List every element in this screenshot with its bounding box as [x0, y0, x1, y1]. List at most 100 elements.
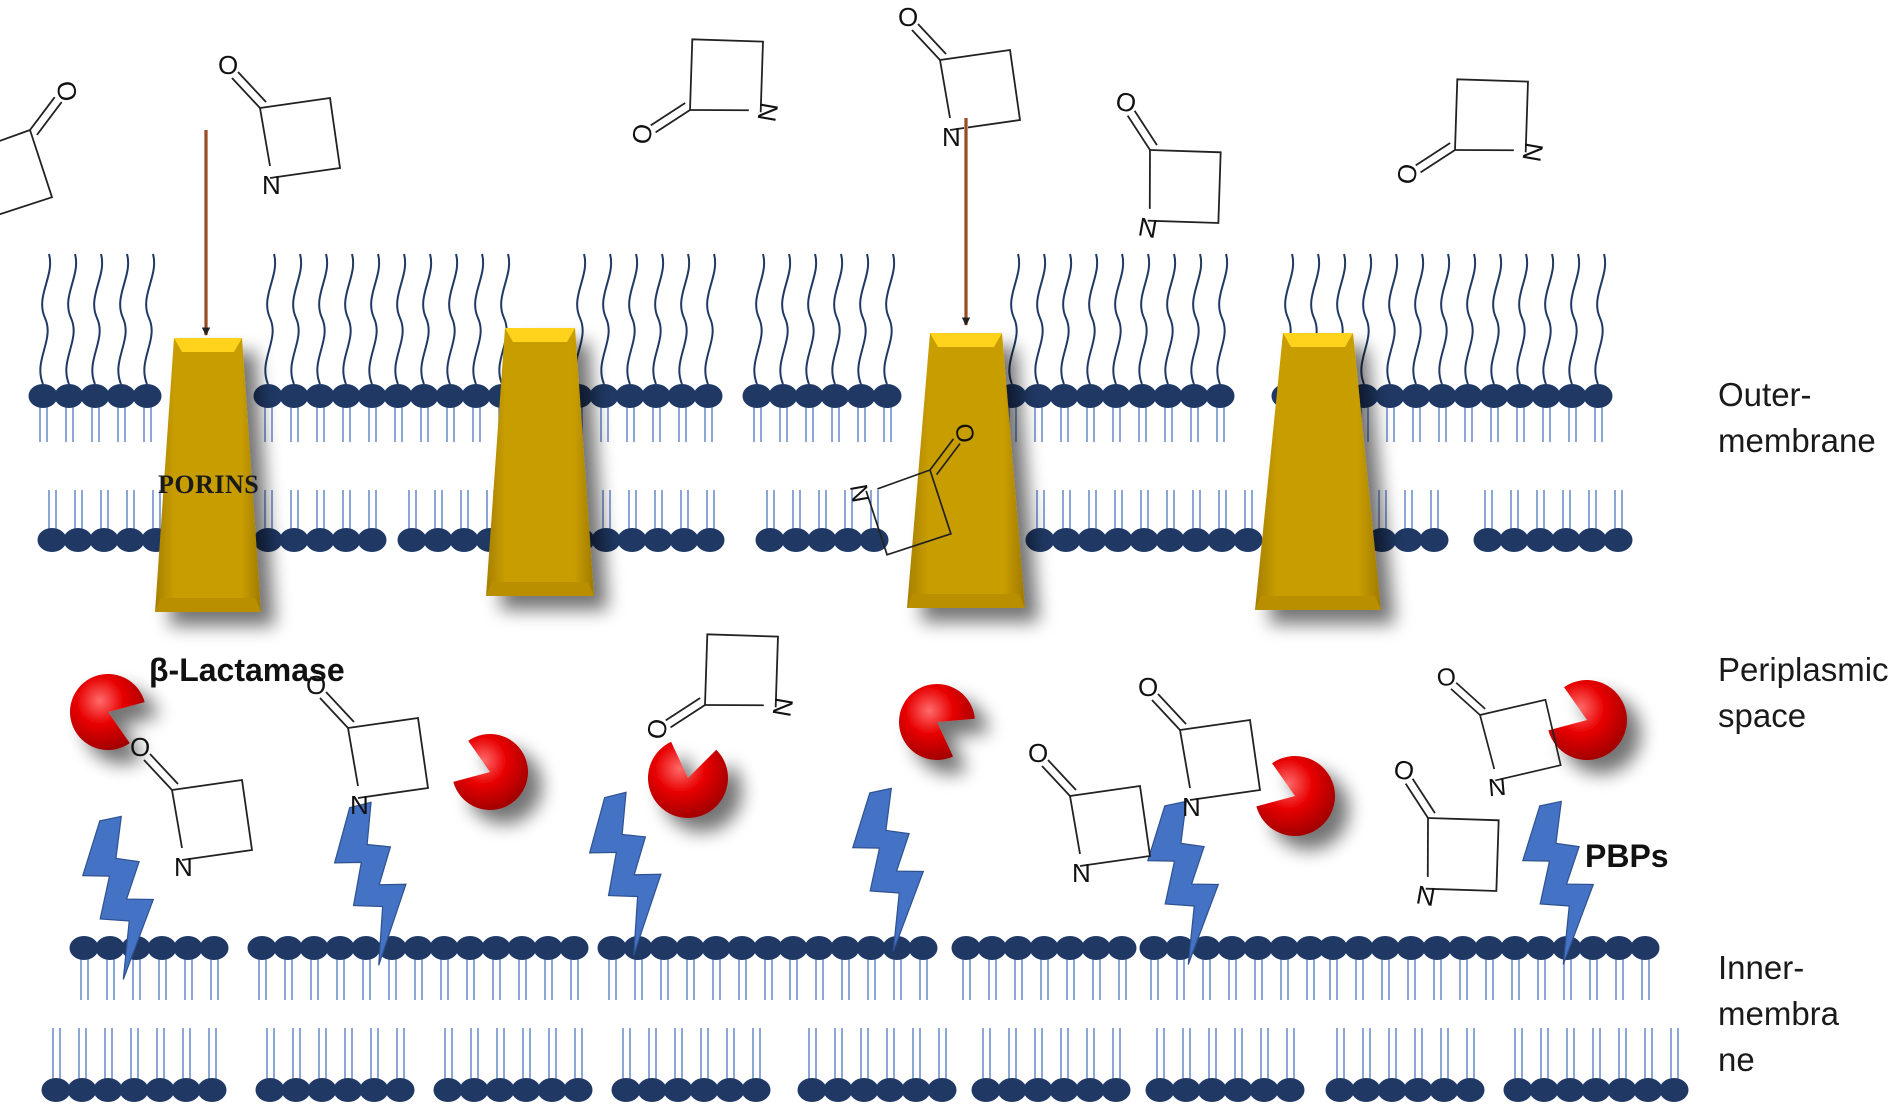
lipid-head	[742, 384, 772, 408]
nitrogen-atom-label: N	[1516, 140, 1549, 164]
porins-layer	[155, 328, 1381, 612]
outer-membrane-top-heads	[28, 384, 1613, 408]
lipid-head	[1427, 384, 1457, 408]
oxygen-atom-label: O	[218, 50, 238, 80]
beta-lactamase-enzyme	[453, 734, 528, 811]
lps-chain	[316, 253, 329, 385]
lipid-head	[1325, 1078, 1355, 1102]
lipid-head	[1577, 528, 1607, 552]
outer-membrane-label-line2: membrane	[1718, 422, 1876, 459]
lipid-head	[307, 1078, 337, 1102]
lipid-head	[951, 936, 981, 960]
beta-lactamase-enzyme	[648, 741, 728, 818]
lipid-head	[1557, 384, 1587, 408]
beta-lactam-molecule: ON	[641, 633, 799, 741]
oxygen-atom-label: O	[1436, 664, 1457, 693]
lipid-head	[1448, 936, 1478, 960]
lps-chain	[626, 253, 639, 385]
lipid-head	[1351, 1078, 1381, 1102]
lipid-head	[971, 1078, 1001, 1102]
nitrogen-atom-label: N	[1414, 879, 1438, 912]
lipid-head	[357, 384, 387, 408]
beta-lactamase-enzyme	[70, 674, 145, 751]
lipid-head	[253, 384, 283, 408]
lipid-head	[1145, 1078, 1175, 1102]
lipid-head	[1243, 936, 1273, 960]
lipid-head	[649, 936, 679, 960]
nitrogen-atom-label: N	[766, 695, 799, 719]
nitrogen-atom-label: N	[350, 790, 369, 820]
nitrogen-atom-label: N	[844, 482, 874, 504]
lipid-head	[106, 384, 136, 408]
lipid-head	[1630, 936, 1660, 960]
lipid-head	[409, 384, 439, 408]
nitrogen-atom-label: N	[1072, 858, 1091, 888]
lipid-head	[1217, 936, 1247, 960]
lps-chain	[472, 253, 485, 385]
lipid-head	[859, 528, 889, 552]
lps-chain	[1386, 253, 1399, 385]
inner-membrane-label-line2: membra	[1718, 995, 1840, 1032]
lipid-head	[623, 936, 653, 960]
lipid-head	[1197, 1078, 1227, 1102]
lps-chain	[143, 253, 156, 385]
lipid-head	[1025, 528, 1055, 552]
lipid-head	[1429, 1078, 1459, 1102]
lipid-head	[93, 1078, 123, 1102]
pbp-protein	[588, 791, 662, 956]
lipid-head	[1233, 528, 1263, 552]
lps-chain	[1138, 253, 1151, 385]
lipid-head	[197, 1078, 227, 1102]
lipid-head	[279, 528, 309, 552]
lipid-head	[833, 528, 863, 552]
lipid-head	[305, 528, 335, 552]
lipid-head	[281, 1078, 311, 1102]
outer-membrane-label: Outer- membrane	[1718, 372, 1876, 464]
lipid-head	[1581, 1078, 1611, 1102]
lipid-head	[435, 384, 465, 408]
lipid-head	[511, 1078, 541, 1102]
lipid-head	[641, 384, 671, 408]
beta-lactam-molecule: ON	[130, 732, 254, 882]
lps-chain	[264, 253, 277, 385]
lipid-head	[1503, 1078, 1533, 1102]
lps-chain	[1060, 253, 1073, 385]
entry-arrows-layer	[201, 118, 971, 336]
nitrogen-atom-label: N	[1136, 211, 1160, 244]
lipid-head	[63, 528, 93, 552]
lipid-head	[1604, 936, 1634, 960]
lipid-head	[199, 936, 229, 960]
lps-chain	[368, 253, 381, 385]
lipid-head	[715, 1078, 745, 1102]
lipid-head	[643, 528, 673, 552]
lps-chain	[857, 253, 870, 385]
lipid-head	[1055, 936, 1085, 960]
outer-membrane-label-line1: Outer-	[1718, 376, 1812, 413]
lipid-head	[383, 384, 413, 408]
porin-channel	[486, 328, 594, 596]
lipid-head	[37, 528, 67, 552]
lps-chain	[498, 253, 511, 385]
lipid-head	[807, 528, 837, 552]
lipid-head	[449, 528, 479, 552]
lipid-head	[253, 528, 283, 552]
lipid-head	[1101, 384, 1131, 408]
lps-chain	[65, 253, 78, 385]
lipid-head	[1081, 936, 1111, 960]
lipid-head	[1101, 1078, 1131, 1102]
lipid-head	[132, 384, 162, 408]
lipid-head	[882, 936, 912, 960]
lipid-head	[1607, 1078, 1637, 1102]
lps-chain	[91, 253, 104, 385]
lipid-head	[1603, 528, 1633, 552]
lipid-head	[611, 1078, 641, 1102]
inner-membrane-top-heads	[69, 936, 1660, 960]
lipid-head	[1396, 936, 1426, 960]
outer-membrane-bottom-heads	[37, 528, 1633, 552]
lipid-head	[279, 384, 309, 408]
lps-chain	[1190, 253, 1203, 385]
lps-chain	[39, 253, 52, 385]
lipid-head	[768, 384, 798, 408]
lipid-head	[1075, 384, 1105, 408]
